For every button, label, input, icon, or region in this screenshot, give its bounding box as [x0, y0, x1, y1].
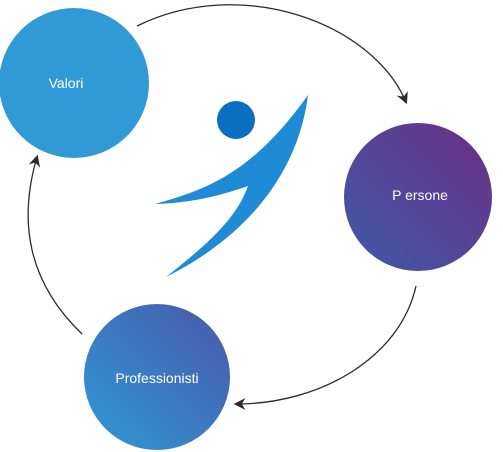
- node-persone: P ersone: [344, 123, 492, 271]
- node-professionisti: Professionisti: [84, 304, 230, 450]
- node-persone-circle: [344, 123, 492, 271]
- logo-head: [217, 101, 255, 139]
- node-valori-label: Valori: [49, 75, 84, 91]
- node-professionisti-circle: [84, 304, 230, 450]
- arrow-valori-to-persone: [136, 4, 408, 105]
- node-valori-circle: [0, 8, 149, 158]
- node-professionisti-label: Professionisti: [115, 370, 198, 386]
- person-jumping-logo-icon: [155, 95, 308, 277]
- logo-body: [155, 95, 308, 277]
- arrow-persone-to-professionisti: [233, 285, 417, 410]
- node-valori: Valori: [0, 8, 149, 158]
- arrow-professionisti-to-valori: [27, 154, 83, 335]
- node-persone-label: P ersone: [392, 187, 448, 203]
